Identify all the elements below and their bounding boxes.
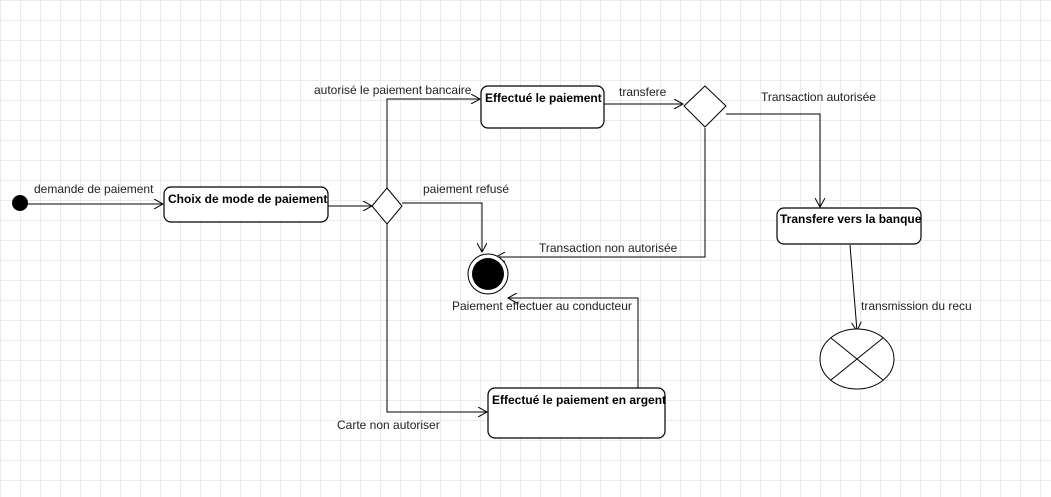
action-transfere-vers-banque: Transfere vers la banque — [776, 207, 922, 245]
flow-banque-to-flow-final — [849, 244, 857, 331]
node-label-choix: Choix de mode de paiement — [168, 192, 327, 206]
label-transfere: transfere — [619, 85, 667, 99]
node-label-argent: Effectué le paiement en argent — [492, 393, 666, 407]
label-carte-non-autoriser: Carte non autoriser — [337, 418, 440, 432]
flow-argent-to-end — [508, 298, 639, 388]
label-autorise-paiement-bancaire: autorisé le paiement bancaire — [314, 83, 472, 97]
node-label-transfere-banque: Transfere vers la banque — [780, 212, 922, 226]
flow-final-node — [819, 328, 895, 390]
decision-mode-paiement — [371, 187, 403, 225]
flow-decision-to-effectue — [386, 99, 480, 189]
flow-decision-to-argent — [386, 223, 487, 412]
flow-decision2-to-end — [496, 128, 706, 257]
flow-decision2-to-banque — [726, 113, 820, 207]
node-label-effectue: Effectué le paiement — [485, 91, 602, 105]
action-choix-mode-paiement: Choix de mode de paiement — [163, 186, 329, 223]
action-effectue-paiement-argent: Effectué le paiement en argent — [487, 387, 666, 439]
initial-node — [12, 195, 28, 211]
label-demande-paiement: demande de paiement — [34, 182, 154, 196]
label-transaction-non-autorisee: Transaction non autorisée — [539, 241, 678, 255]
activity-final-node — [467, 253, 509, 295]
label-paiement-conducteur: Paiement effectuer au conducteur — [452, 299, 632, 313]
action-effectue-paiement: Effectué le paiement — [480, 85, 605, 129]
decision-transaction — [683, 85, 727, 128]
label-paiement-refuse: paiement refusé — [423, 182, 509, 196]
label-transaction-autorisee: Transaction autorisée — [761, 90, 876, 104]
flow-decision-to-end — [402, 202, 482, 252]
label-transmission-recu: transmission du recu — [861, 299, 972, 313]
